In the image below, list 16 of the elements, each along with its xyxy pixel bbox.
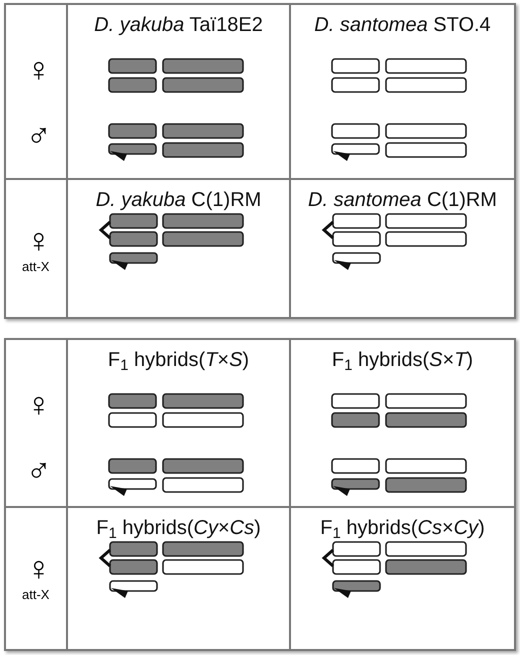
column-heading: F$_{1}$ hybrids(S×T)	[332, 348, 474, 373]
female-symbol: ♀	[26, 552, 52, 586]
column-heading: D. santomea C(1)RM	[308, 188, 497, 213]
column-heading: D. santomea STO.4	[314, 13, 491, 38]
column-heading: D. yakuba Taï18E2	[94, 13, 263, 38]
male-symbol: ♂	[26, 119, 52, 153]
female-symbol: ♀	[26, 53, 52, 87]
row-label: att-X	[22, 260, 50, 273]
female-symbol: ♀	[26, 224, 52, 258]
row-label: att-X	[22, 588, 50, 601]
column-heading: F$_{1}$ hybrids(T×S)	[108, 348, 250, 373]
female-symbol: ♀	[26, 388, 52, 422]
column-heading: D. yakuba C(1)RM	[96, 188, 262, 213]
column-heading: F$_{1}$ hybrids(Cy×Cs)	[96, 516, 261, 541]
male-symbol: ♂	[26, 454, 52, 488]
column-heading: F$_{1}$ hybrids(Cs×Cy)	[320, 516, 485, 541]
